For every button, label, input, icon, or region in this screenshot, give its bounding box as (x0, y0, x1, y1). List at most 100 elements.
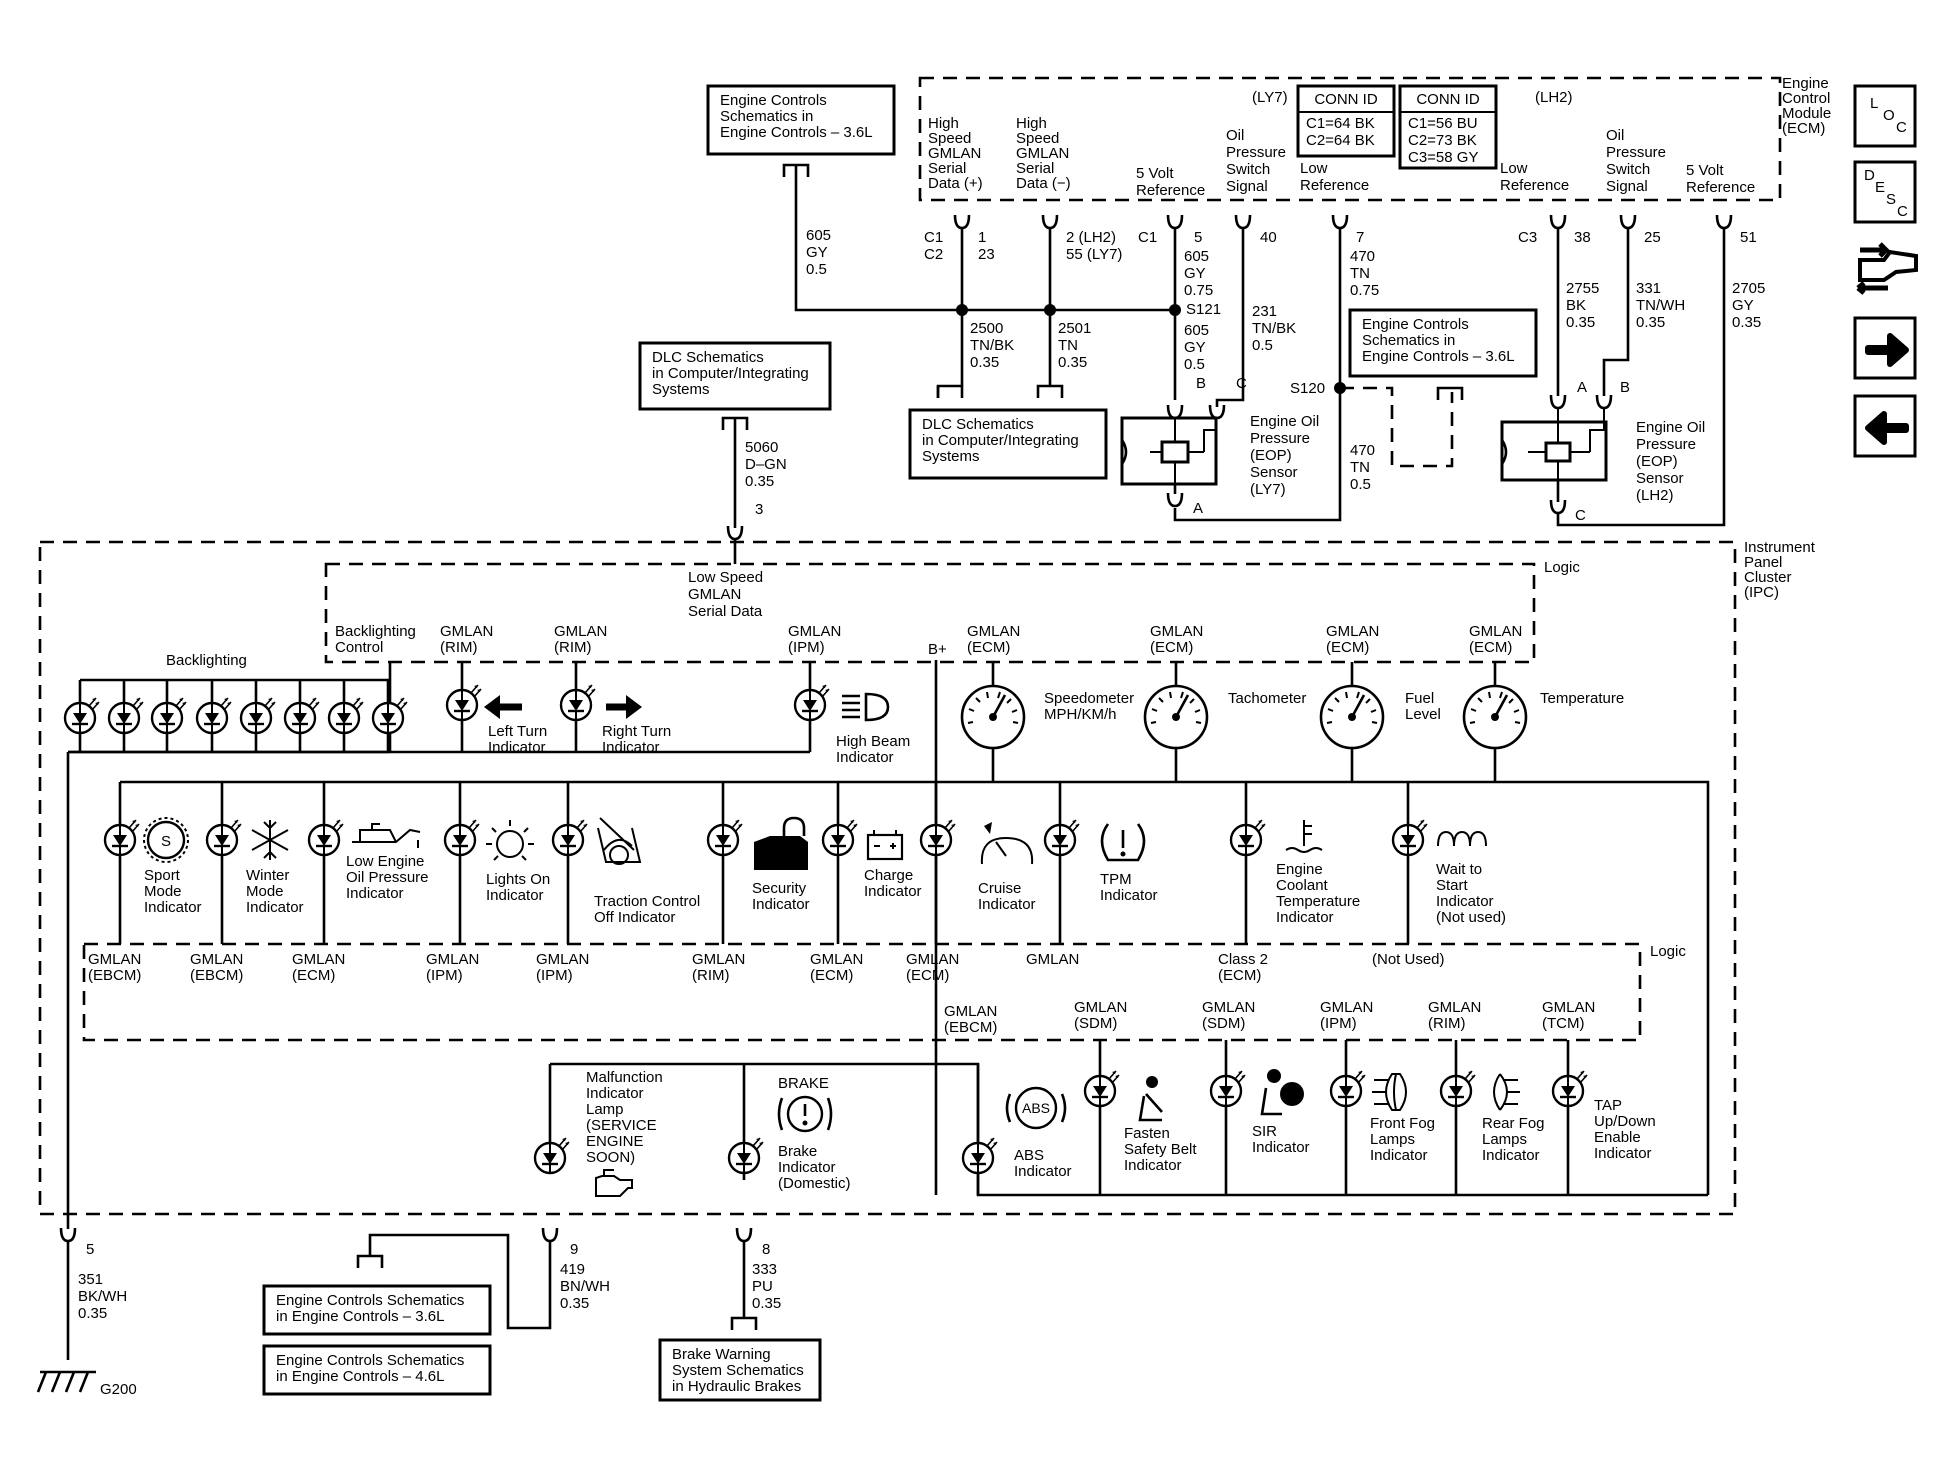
next-page-button[interactable] (1853, 316, 1917, 380)
ecm-pin-vref-lh2-line: 5 Volt (1686, 162, 1724, 179)
wire-605-b-label-line: 605 (1184, 322, 1209, 339)
loc-button-frame (1853, 84, 1917, 148)
ls-gmlan-label-line: Serial Data (688, 603, 763, 620)
wire-2500-label-line: TN/BK (970, 337, 1014, 354)
backlight-led-0 (63, 696, 101, 735)
wire-331 (1602, 228, 1630, 396)
gauge-src-1-line: (ECM) (1150, 639, 1193, 656)
wire (936, 380, 1052, 398)
left-turn-arrow-icon (484, 695, 500, 719)
gauge-2 (1319, 684, 1385, 750)
desc-button-frame (1853, 160, 1917, 224)
ecm-pin-hs-neg-line: Speed (1016, 130, 1059, 147)
mid-indicator-src-6-line: (ECM) (810, 967, 853, 984)
seat-belt-icon-head (1146, 1076, 1158, 1088)
bottom-indicator-src-4: GMLAN(SDM) (1202, 999, 1255, 1032)
previous-page-button[interactable] (1853, 394, 1917, 458)
mid-indicator-src-5-line: (RIM) (692, 967, 730, 984)
conn-id-ly7-lines-line: C1=64 BK (1306, 115, 1375, 132)
tools-icon-button[interactable] (1856, 242, 1918, 295)
loc-button[interactable]: LOC (1853, 84, 1917, 148)
bottom-indicator-src-4-line: (SDM) (1202, 1015, 1245, 1032)
left-turn-indicator-label-line: Left Turn (488, 723, 547, 740)
wire-605-top-label-line: 605 (806, 227, 831, 244)
wire-605-a-label-line: 0.75 (1184, 282, 1213, 299)
pin-2-55-line: 55 (LY7) (1066, 246, 1122, 263)
mid-indicator-led-3 (443, 818, 481, 857)
eop-sensor-ly7-label-line: Sensor (1250, 464, 1298, 481)
ref-dlc-top-text: DLC Schematics (652, 349, 764, 366)
abs-src-line: (EBCM) (944, 1019, 997, 1036)
wire-419-label-line: 419 (560, 1261, 585, 1278)
security-lock-shackle (782, 816, 806, 836)
backlighting-label: Backlighting (166, 652, 247, 669)
top-indicator-led-2 (793, 683, 831, 722)
ecm-pin-ops-ly7-line: Oil (1226, 127, 1244, 144)
ecm-connector-1 (1041, 213, 1059, 230)
ref-engine-controls-36-bottom-text: in Engine Controls – 3.6L (276, 1308, 444, 1325)
ref-brake-warning-text: in Hydraulic Brakes (672, 1378, 801, 1395)
bottom-indicator-src-6-line: (RIM) (1428, 1015, 1466, 1032)
ecm-pin-hs-pos-line: High (928, 115, 959, 132)
brake-icon-head: BRAKE (778, 1075, 829, 1092)
ecm-pin-hs-pos-line: Speed (928, 130, 971, 147)
conn-id-ly7 (1296, 84, 1396, 158)
coolant-temp-indicator-label-line: Indicator (1276, 909, 1334, 926)
ref-engine-controls-36-top-text: Engine Controls (720, 92, 827, 109)
mid-indicator-led-5 (706, 818, 744, 857)
charge-indicator-label-line: Indicator (864, 883, 922, 900)
right-arrow-icon (1865, 333, 1909, 367)
brake-led (727, 1136, 765, 1175)
bottom-indicator-src-6-line: GMLAN (1428, 999, 1481, 1016)
bottom-indicator-src-5-line: GMLAN (1320, 999, 1373, 1016)
mid-indicator-src-1-line: (EBCM) (190, 967, 243, 984)
rear-fog-indicator-label-line: Lamps (1482, 1131, 1527, 1148)
wire-419 (368, 1233, 552, 1330)
wire-2755-label-line: BK (1566, 297, 1586, 314)
traction-control-off-icon (597, 817, 642, 863)
conn-id-lh2-lines-line: C1=56 BU (1408, 115, 1478, 132)
pin-lh2-b: B (1620, 379, 1630, 396)
abs-led (961, 1136, 999, 1175)
backlight-led-3 (195, 696, 233, 735)
abs-src-line: GMLAN (944, 1003, 997, 1020)
pin-25: 25 (1644, 229, 1661, 246)
wire-2501-label-line: 0.35 (1058, 354, 1087, 371)
mil-led (533, 1136, 571, 1175)
abs-icon-parens (1005, 1093, 1067, 1123)
winter-mode-indicator-label-line: Indicator (246, 899, 304, 916)
sport-mode-icon-teeth (143, 817, 189, 863)
wire-331-label-line: 0.35 (1636, 314, 1665, 331)
top-indicator-src-1-line: (RIM) (554, 639, 592, 656)
mid-indicator-led-6 (821, 818, 859, 857)
conn-id-ly7-frame (1296, 84, 1396, 158)
mid-indicator-led-8 (1043, 818, 1081, 857)
backlight-led-7 (371, 696, 409, 735)
bottom-indicator-src-5: GMLAN(IPM) (1320, 999, 1373, 1032)
pin-c3: C3 (1518, 229, 1537, 246)
wire-419-label-line: 0.35 (560, 1295, 589, 1312)
top-indicator-src-2-line: GMLAN (788, 623, 841, 640)
ref-engine-controls-36-mid-text: Schematics in (1362, 332, 1455, 349)
right-turn-arrow-icon (626, 695, 642, 719)
mid-indicator-src-3-line: GMLAN (426, 951, 479, 968)
